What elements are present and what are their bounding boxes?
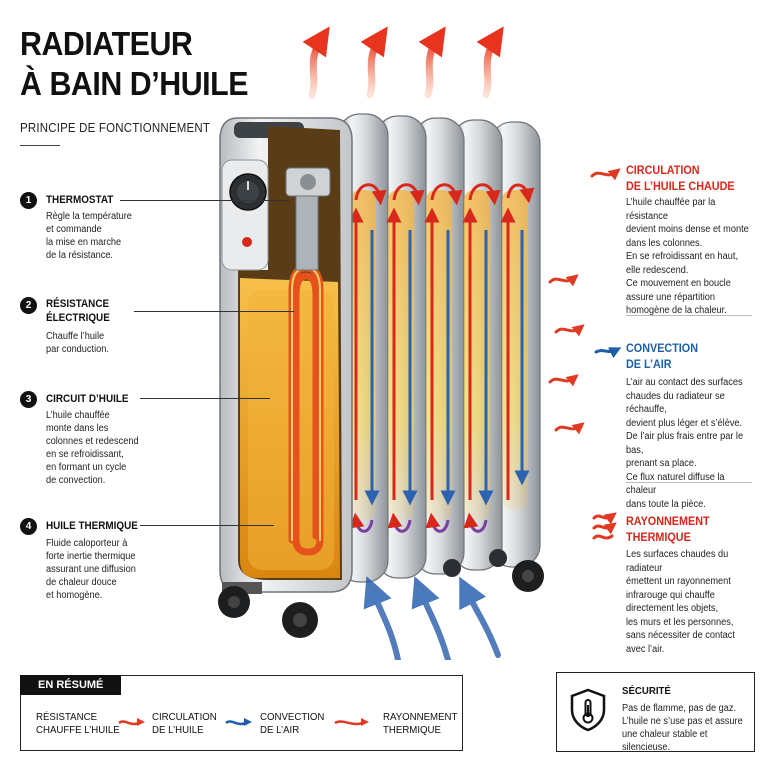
leader-line-oil [140, 525, 274, 526]
section-radiation-title: RAYONNEMENT THERMIQUE [626, 514, 710, 544]
section-divider-1 [626, 315, 752, 316]
oil-circulation-arrows [348, 183, 535, 533]
leader-line-circuit [140, 398, 270, 399]
summary-arrow-1-icon [118, 718, 145, 726]
label-number-2: 2 [20, 297, 37, 314]
page-subtitle: PRINCIPE DE FONCTIONNEMENT [20, 121, 211, 135]
summary-step-1: RÉSISTANCE CHAUFFE L’HUILE [36, 711, 120, 736]
safety-title: SÉCURITÉ [622, 685, 671, 697]
label-oil-title: HUILE THERMIQUE [46, 520, 138, 532]
section-oil-circulation-desc: L’huile chauffée par la résistance devie… [626, 197, 749, 316]
radiator-illustration [218, 26, 544, 660]
label-circuit-desc: L’huile chauffée monte dans les colonnes… [46, 410, 139, 486]
summary-step-4: RAYONNEMENT THERMIQUE [383, 711, 458, 736]
summary-arrow-2-icon [225, 718, 252, 726]
oil-heat-arrow-icon [590, 168, 621, 181]
title-line-2: À BAIN D’HUILE [20, 65, 249, 102]
section-radiation-desc: Les surfaces chaudes du radiateur émette… [626, 549, 735, 655]
radiator-wheels [218, 549, 544, 638]
safety-desc: Pas de flamme, pas de gaz. L’huile ne s’… [622, 703, 743, 753]
summary-label: EN RÉSUMÉ [20, 675, 122, 695]
summary-arrow-3-icon [334, 718, 369, 726]
title-line-1: RADIATEUR [20, 25, 193, 62]
subtitle-divider [20, 145, 60, 146]
label-resistance-desc: Chauffe l’huile par conduction. [46, 331, 109, 355]
section-oil-circulation-title: CIRCULATION DE L’HUILE CHAUDE [626, 163, 735, 193]
label-circuit-title: CIRCUIT D’HUILE [46, 393, 129, 405]
label-number-3: 3 [20, 391, 37, 408]
label-number-1: 1 [20, 192, 37, 209]
air-convection-arrow-icon [594, 347, 622, 359]
section-air-convection-desc: L’air au contact des surfaces chaudes du… [626, 377, 744, 510]
leader-line-thermostat [120, 200, 290, 201]
page-title: RADIATEUR À BAIN D’HUILE [20, 24, 248, 104]
cold-air-arrows [363, 576, 501, 660]
label-thermostat-title: THERMOSTAT [46, 194, 114, 206]
section-air-convection-title: CONVECTION DE L’AIR [626, 341, 699, 371]
label-oil-desc: Fluide caloporteur à forte inertie therm… [46, 538, 136, 601]
summary-step-3: CONVECTION DE L’AIR [260, 711, 325, 736]
summary-box [20, 675, 463, 751]
right-side-arrows [548, 168, 622, 540]
summary-step-2: CIRCULATION DE L’HUILE [152, 711, 217, 736]
safety-box [556, 672, 755, 752]
label-thermostat-desc: Règle la température et commande la mise… [46, 211, 132, 261]
radiation-arrow-icon [592, 512, 617, 525]
label-resistance-title: RÉSISTANCE ÉLECTRIQUE [46, 298, 110, 324]
shield-thermometer-icon [570, 688, 606, 732]
label-number-4: 4 [20, 518, 37, 535]
section-divider-2 [626, 482, 752, 483]
radiator-front-panel [219, 117, 353, 593]
rising-heat-arrows [302, 26, 504, 99]
leader-line-resistance [134, 311, 294, 312]
